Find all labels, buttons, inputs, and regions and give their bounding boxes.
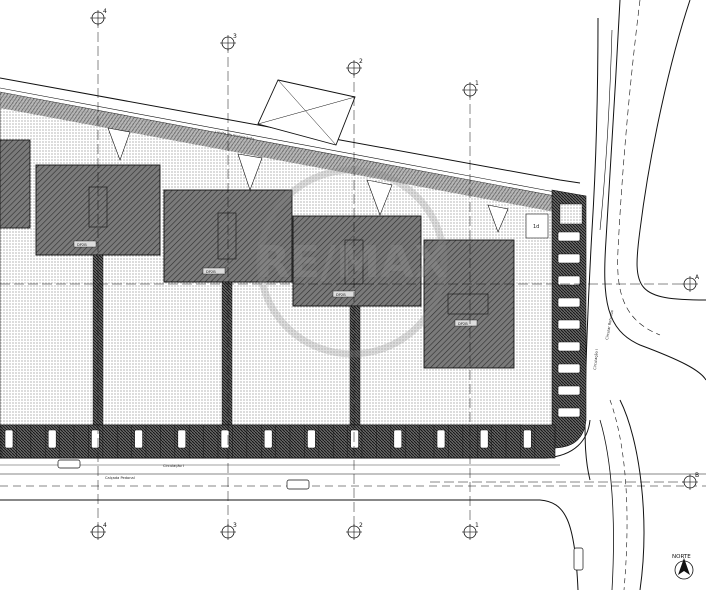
parked-car bbox=[220, 429, 230, 449]
axis-bubble-bottom-3: 1 bbox=[462, 522, 479, 540]
parked-car bbox=[307, 429, 316, 449]
axis-bubble-right-0-label: A bbox=[695, 274, 700, 281]
parked-car bbox=[4, 429, 14, 449]
axis-bubble-bottom-3-label: 1 bbox=[475, 522, 479, 529]
street-car-2 bbox=[286, 479, 310, 490]
axis-bubble-top-3: 1 bbox=[462, 80, 479, 98]
street-car-1 bbox=[57, 459, 81, 469]
parked-car bbox=[134, 429, 143, 449]
parked-car bbox=[350, 429, 359, 449]
right-road-edge-outer bbox=[584, 17, 599, 481]
ramp-1 bbox=[107, 127, 131, 161]
parking-right-light bbox=[559, 203, 583, 225]
parked-car-right bbox=[557, 231, 581, 242]
street-label-right: Circulação I bbox=[593, 349, 599, 370]
building-c-label: DP2B bbox=[336, 293, 346, 297]
axis-bubble-top-1: 3 bbox=[220, 33, 237, 51]
street-car-3 bbox=[573, 547, 584, 571]
plot-1d bbox=[525, 213, 549, 239]
building-a-tag-bg bbox=[73, 240, 97, 248]
parked-car-right bbox=[557, 385, 581, 396]
parked-car bbox=[479, 429, 489, 449]
boundary-label: Limite de propriedade bbox=[215, 130, 256, 141]
axis-bubble-top-2: 2 bbox=[346, 58, 363, 76]
parked-car bbox=[523, 429, 532, 449]
parked-car bbox=[91, 429, 100, 449]
building-b-core bbox=[217, 212, 237, 260]
parked-car bbox=[47, 429, 57, 449]
building-d-label: DP2B bbox=[458, 322, 468, 326]
parked-car-right bbox=[557, 253, 581, 264]
right-parking-cars bbox=[557, 231, 581, 418]
axis-bubble-top-0: 4 bbox=[90, 8, 107, 26]
ramp-2 bbox=[237, 153, 263, 191]
building-d bbox=[423, 239, 515, 369]
building-c bbox=[292, 215, 422, 307]
building-d-tag-bg bbox=[454, 319, 478, 327]
axis-bubble-top-2-label: 2 bbox=[359, 58, 363, 65]
site-boundary-top-2 bbox=[0, 87, 556, 193]
parked-car-right bbox=[557, 319, 581, 330]
parked-car-right bbox=[557, 341, 581, 352]
walkway-2 bbox=[221, 281, 233, 426]
building-left-partial bbox=[0, 139, 31, 229]
parked-car-right bbox=[557, 297, 581, 308]
axis-bubble-top-0-label: 4 bbox=[103, 8, 107, 15]
axis-bubble-top-1-label: 3 bbox=[233, 33, 237, 40]
parked-car bbox=[177, 429, 187, 449]
axis-bubble-right-1: B bbox=[682, 472, 699, 490]
road-right-label: Circular Rotunda bbox=[605, 310, 614, 340]
right-road-sidewalk bbox=[599, 29, 613, 231]
walkway-3 bbox=[349, 305, 361, 426]
building-a-label: DP2B bbox=[77, 243, 87, 247]
roundabout-curve bbox=[619, 399, 645, 590]
parked-car bbox=[436, 429, 446, 449]
ramp-3 bbox=[366, 179, 393, 216]
building-d-core bbox=[447, 293, 489, 315]
parked-car-right bbox=[557, 275, 581, 286]
north-label: NORTE bbox=[672, 554, 691, 560]
watermark: RE/MAX bbox=[256, 166, 448, 358]
right-road-edge-inner bbox=[604, 0, 706, 381]
street-edge-bottom-curve bbox=[539, 499, 579, 590]
roundabout-curve-2 bbox=[599, 419, 614, 590]
parking-strip-bottom bbox=[0, 424, 556, 459]
axis-bubble-right-1-label: B bbox=[695, 472, 699, 479]
upper-hatch-band bbox=[0, 92, 555, 212]
ramp-4 bbox=[487, 204, 509, 233]
axis-bubble-bottom-0-label: 4 bbox=[103, 522, 107, 529]
axis-bubble-bottom-1-label: 3 bbox=[233, 522, 237, 529]
parked-car bbox=[263, 429, 273, 449]
street-label-bottom-small: Calçada Pedonal bbox=[105, 476, 135, 480]
site-boundary-top bbox=[0, 77, 581, 184]
diamond-cross-2 bbox=[257, 96, 356, 125]
right-road-edge-far bbox=[636, 0, 706, 301]
watermark-text: RE/MAX bbox=[256, 237, 448, 288]
parked-car-right bbox=[557, 407, 581, 418]
street-label-bottom: Circulação I bbox=[163, 464, 184, 468]
right-road-center bbox=[617, 0, 661, 336]
north-arrow: NORTE bbox=[672, 554, 694, 580]
right-lower-dashes bbox=[609, 399, 628, 590]
axis-bubble-bottom-2-label: 2 bbox=[359, 522, 363, 529]
axis-bubble-bottom-2: 2 bbox=[346, 522, 363, 540]
axis-bubble-bottom-1: 3 bbox=[220, 522, 237, 540]
axis-bubble-right-0: A bbox=[682, 274, 700, 292]
parked-car-right bbox=[557, 363, 581, 374]
building-b-tag-bg bbox=[202, 267, 226, 275]
axis-bubble-top-3-label: 1 bbox=[475, 80, 479, 87]
diamond-cross-1 bbox=[277, 79, 337, 146]
bottom-parking-bays bbox=[1, 425, 535, 458]
top-diamond-structure bbox=[257, 79, 356, 146]
plot-1d-label: 1d bbox=[533, 224, 539, 230]
grid-lines bbox=[0, 18, 690, 530]
building-c-tag-bg bbox=[332, 290, 356, 298]
axis-bubble-bottom-0: 4 bbox=[90, 522, 107, 540]
building-b-label: DP2B bbox=[206, 270, 216, 274]
parked-car bbox=[393, 429, 403, 449]
